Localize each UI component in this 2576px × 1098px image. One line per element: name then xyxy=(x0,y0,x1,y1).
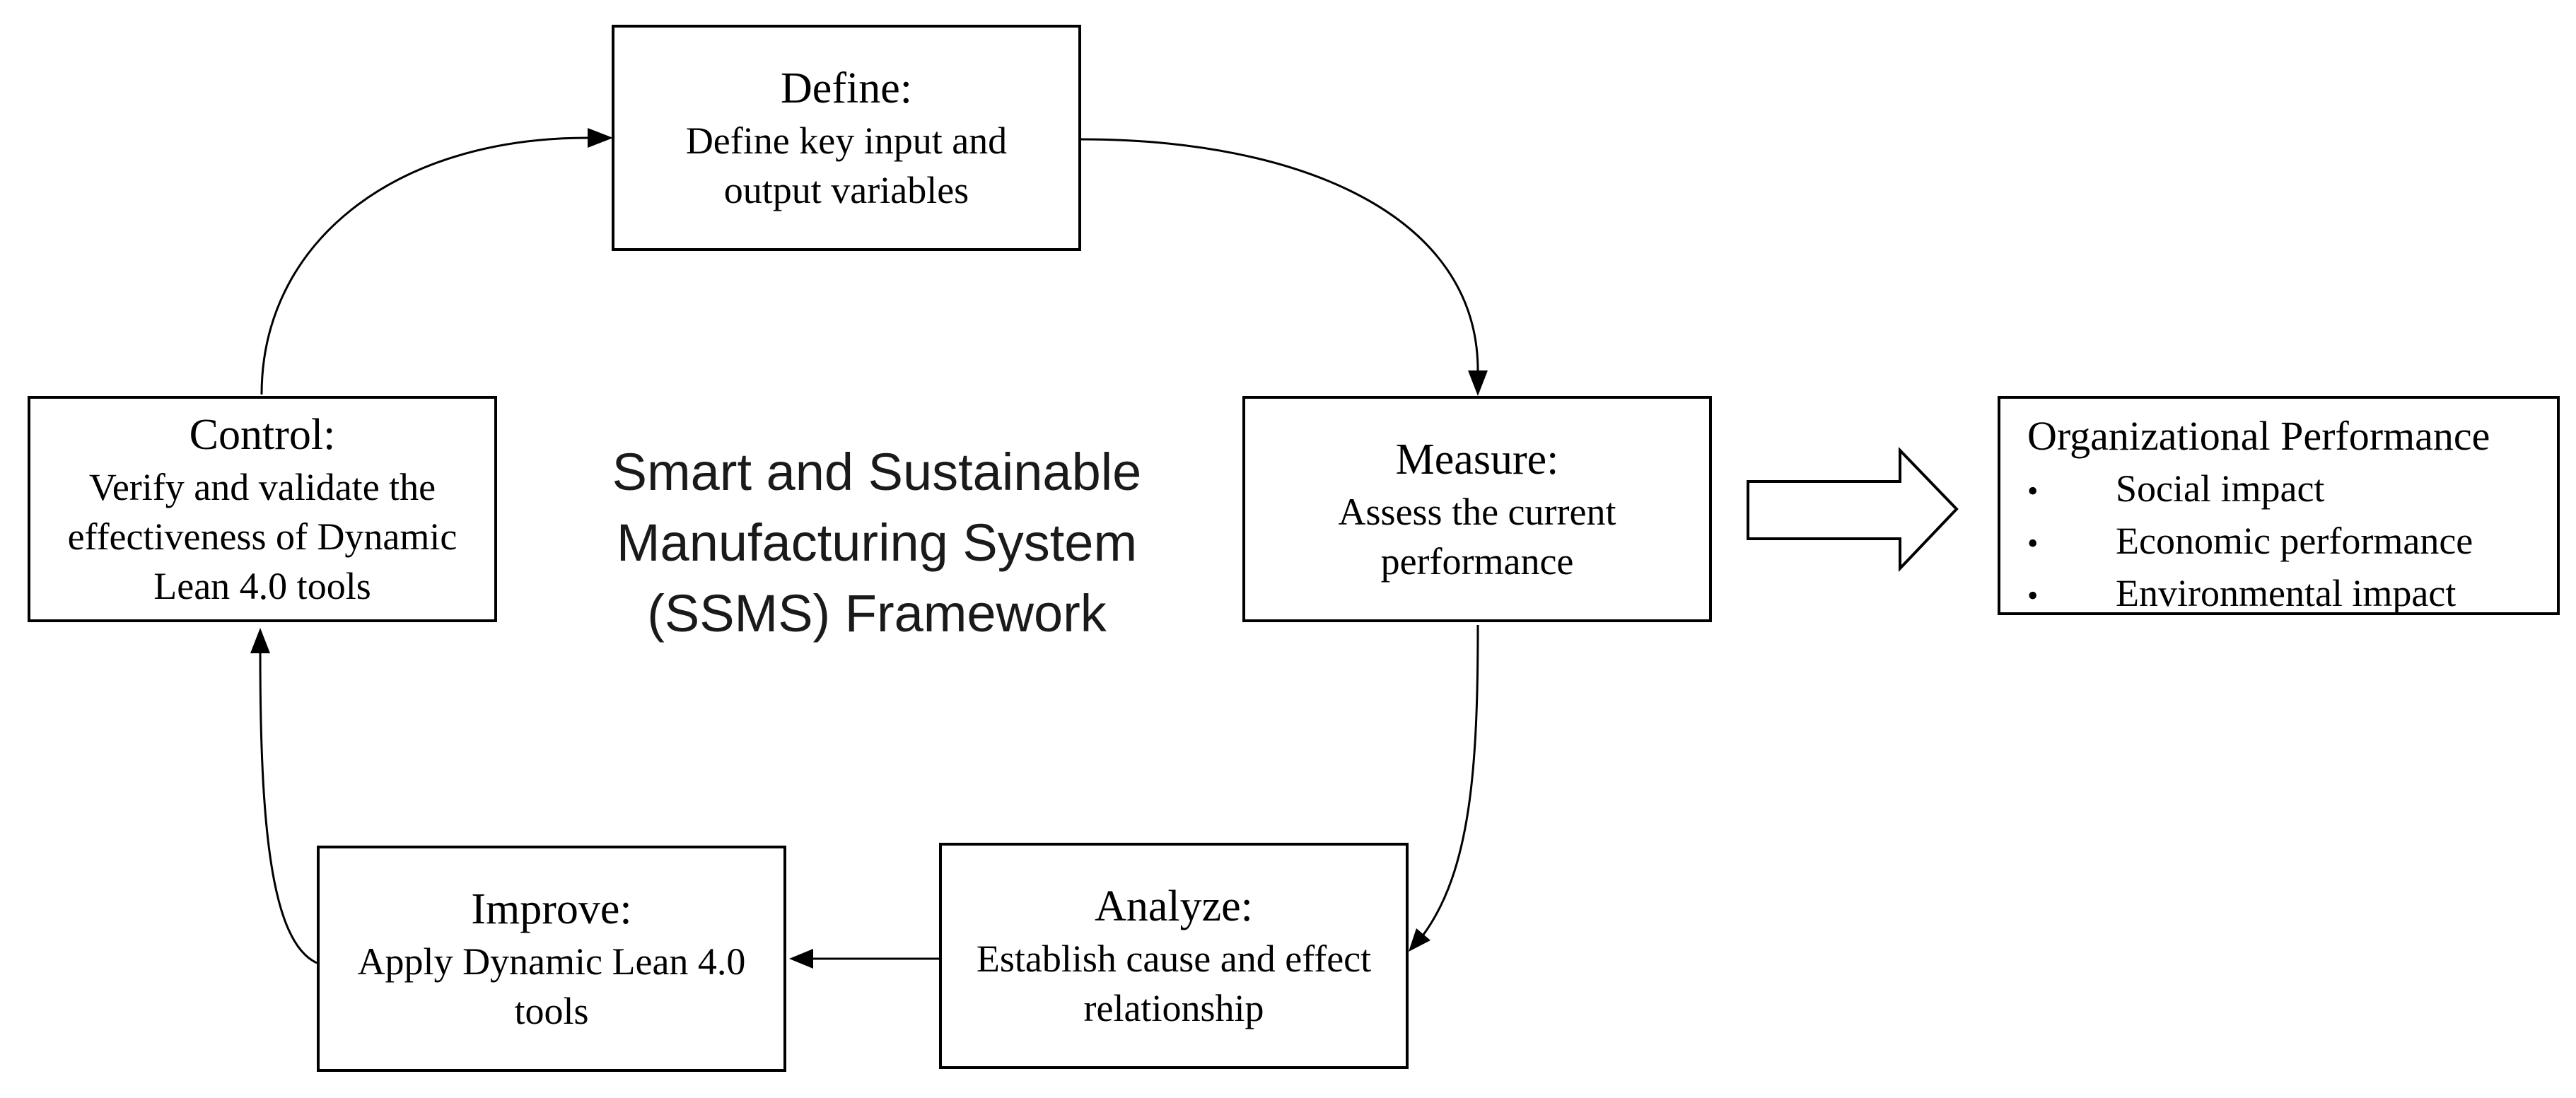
center-title-line: Smart and Sustainable xyxy=(612,443,1142,501)
node-improve: Improve: Apply Dynamic Lean 4.0 tools xyxy=(317,846,786,1072)
node-define-desc-line: Define key input and xyxy=(685,119,1008,162)
list-item: • Social impact xyxy=(2027,464,2543,516)
center-title-line: Manufacturing System xyxy=(616,513,1138,572)
center-title-line: (SSMS) Framework xyxy=(647,584,1107,643)
node-define: Define: Define key input and output vari… xyxy=(612,25,1081,251)
node-control: Control: Verify and validate the effecti… xyxy=(28,396,497,622)
node-improve-desc-line: Apply Dynamic Lean 4.0 xyxy=(357,940,746,983)
node-define-description: Define key input and output variables xyxy=(686,116,1007,215)
node-improve-description: Apply Dynamic Lean 4.0 tools xyxy=(358,937,746,1036)
organizational-performance-box: Organizational Performance • Social impa… xyxy=(1998,396,2560,615)
list-item: • Environmental impact xyxy=(2027,568,2543,621)
bullet-label: Economic performance xyxy=(2116,520,2473,562)
node-analyze-title: Analyze: xyxy=(1095,882,1253,930)
block-arrow-icon xyxy=(1747,447,1959,572)
node-control-desc-line: Verify and validate the xyxy=(88,466,436,508)
node-improve-desc-line: tools xyxy=(514,990,589,1032)
node-control-title: Control: xyxy=(189,411,336,459)
node-control-desc-line: Lean 4.0 tools xyxy=(153,565,371,607)
node-analyze-desc-line: Establish cause and effect xyxy=(976,938,1372,980)
node-measure-title: Measure: xyxy=(1395,436,1559,484)
node-measure: Measure: Assess the current performance xyxy=(1242,396,1712,622)
organizational-performance-title: Organizational Performance xyxy=(2027,413,2490,459)
node-analyze-description: Establish cause and effect relationship xyxy=(977,934,1371,1033)
node-improve-title: Improve: xyxy=(471,885,632,933)
arrowhead-measure-to-analyze-icon xyxy=(1409,928,1430,952)
node-analyze-desc-line: relationship xyxy=(1083,987,1264,1029)
connector-control-to-define xyxy=(260,136,588,395)
center-title: Smart and Sustainable Manufacturing Syst… xyxy=(566,437,1188,649)
node-measure-desc-line: Assess the current xyxy=(1338,491,1616,533)
arrowhead-define-to-measure-icon xyxy=(1468,370,1488,396)
node-measure-description: Assess the current performance xyxy=(1339,487,1616,586)
bullet-label: Environmental impact xyxy=(2116,572,2456,614)
arrowhead-analyze-to-improve-icon xyxy=(789,949,813,969)
connector-measure-to-analyze xyxy=(1422,624,1479,935)
arrowhead-control-to-define-icon xyxy=(588,128,613,148)
node-define-title: Define: xyxy=(781,64,912,112)
arrowhead-improve-to-control-icon xyxy=(250,628,270,653)
list-item: • Economic performance xyxy=(2027,516,2543,568)
bullet-dot-icon: • xyxy=(2027,578,2039,613)
node-define-desc-line: output variables xyxy=(723,169,969,211)
node-control-desc-line: effectiveness of Dynamic xyxy=(67,515,457,558)
bullet-dot-icon: • xyxy=(2027,526,2039,561)
node-control-description: Verify and validate the effectiveness of… xyxy=(68,462,457,611)
bullet-dot-icon: • xyxy=(2027,474,2039,508)
bullet-label: Social impact xyxy=(2116,467,2325,510)
node-analyze: Analyze: Establish cause and effect rela… xyxy=(939,843,1409,1069)
connector-define-to-measure xyxy=(1080,138,1479,371)
node-measure-desc-line: performance xyxy=(1380,540,1574,583)
connector-improve-to-control xyxy=(259,653,317,964)
